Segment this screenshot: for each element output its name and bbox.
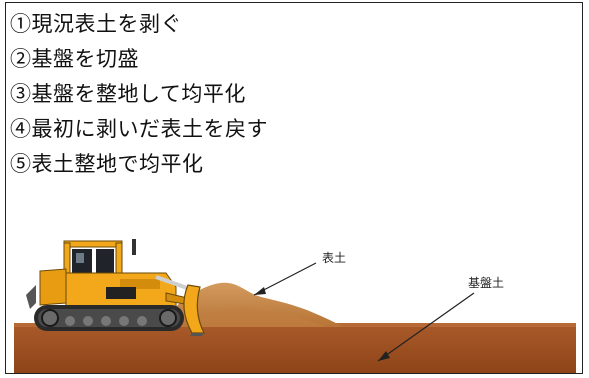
topsoil-annotation: 表土 (253, 251, 346, 296)
step-5: ⑤表土整地で均平化 (10, 152, 204, 176)
step-1: ①現況表土を剥ぐ (10, 12, 182, 36)
base-ground (14, 325, 576, 373)
base-soil-annotation: 基盤土 (377, 276, 504, 362)
topsoil-pile (156, 282, 344, 327)
earthwork-scene: 表土 基盤土 (14, 239, 576, 373)
step-2: ②基盤を切盛 (10, 47, 139, 71)
step-list: ①現況表土を剥ぐ ②基盤を切盛 ③基盤を整地して均平化 ④最初に剥いだ表土を戻す… (10, 7, 268, 182)
diagram-frame: ①現況表土を剥ぐ ②基盤を切盛 ③基盤を整地して均平化 ④最初に剥いだ表土を戻す… (5, 2, 583, 374)
bulldozer (26, 239, 205, 336)
step-4: ④最初に剥いだ表土を戻す (10, 117, 268, 141)
topsoil-label: 表土 (322, 251, 346, 265)
base-soil-label: 基盤土 (468, 276, 504, 290)
step-3: ③基盤を整地して均平化 (10, 82, 246, 106)
